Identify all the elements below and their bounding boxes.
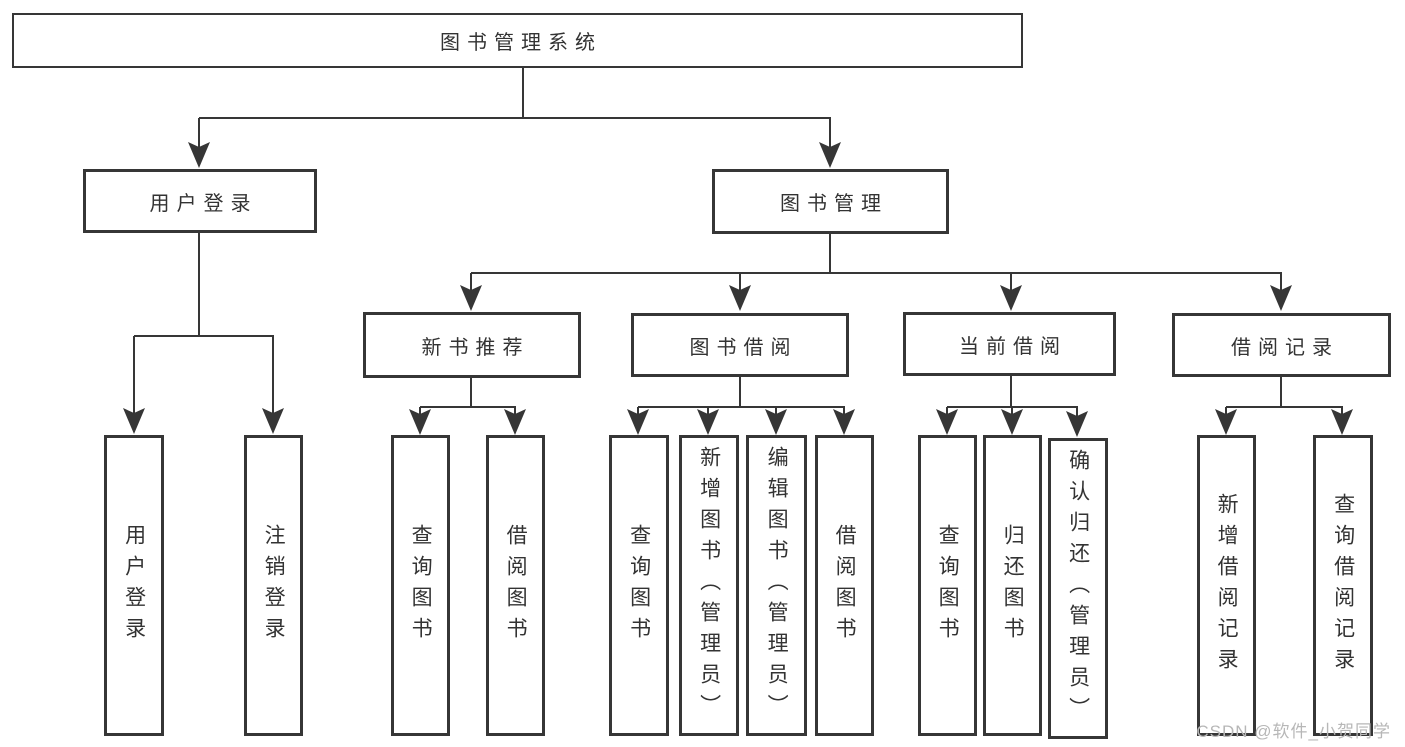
leaf-label: 借阅图书 — [504, 523, 528, 648]
leaf-borrow-add-books-admin: 新增图书（管理员） — [679, 435, 739, 736]
leaf-label: 查询借阅记录 — [1331, 492, 1355, 679]
connector-borrow-records-to-children — [1215, 376, 1353, 435]
node-label: 借阅记录 — [1231, 336, 1339, 359]
leaf-records-add-record: 新增借阅记录 — [1197, 435, 1256, 736]
node-book-borrow: 图书借阅 — [631, 313, 849, 377]
node-label: 图书管理 — [780, 193, 888, 215]
node-label: 当前借阅 — [959, 335, 1067, 358]
node-library-management-system: 图书管理系统 — [12, 13, 1023, 68]
leaf-label: 注销登录 — [262, 523, 286, 648]
node-new-book-recommend: 新书推荐 — [363, 312, 581, 378]
leaf-label: 确认归还（管理员） — [1066, 449, 1090, 728]
node-borrow-records: 借阅记录 — [1172, 313, 1391, 377]
node-user-login-branch: 用户登录 — [83, 169, 317, 233]
leaf-borrow-borrow-books: 借阅图书 — [815, 435, 874, 736]
leaf-current-return-books: 归还图书 — [983, 435, 1042, 736]
leaf-recommend-borrow-books: 借阅图书 — [486, 435, 545, 736]
connector-user-login-to-children — [123, 233, 284, 434]
leaf-label: 归还图书 — [1001, 523, 1025, 648]
leaf-borrow-edit-books-admin: 编辑图书（管理员） — [746, 435, 807, 736]
leaf-label: 编辑图书（管理员） — [765, 446, 789, 725]
node-label: 图书管理系统 — [440, 32, 602, 54]
leaf-label: 查询图书 — [409, 523, 433, 648]
node-label: 新书推荐 — [421, 336, 530, 359]
connector-root-to-level2 — [188, 67, 841, 168]
leaf-label: 查询图书 — [627, 523, 651, 648]
leaf-user-login: 用户登录 — [104, 435, 164, 736]
leaf-recommend-query-books: 查询图书 — [391, 435, 450, 736]
leaf-label: 查询图书 — [936, 523, 960, 648]
leaf-current-confirm-return-admin: 确认归还（管理员） — [1048, 438, 1108, 739]
csdn-watermark: CSDN @软件_小贺同学 — [1196, 722, 1391, 741]
connector-book-borrow-to-children — [627, 376, 855, 435]
connector-book-management-to-level3 — [460, 233, 1292, 311]
leaf-records-query-record: 查询借阅记录 — [1313, 435, 1373, 736]
leaf-logout: 注销登录 — [244, 435, 303, 736]
node-label: 用户登录 — [149, 192, 258, 215]
node-book-management-branch: 图书管理 — [712, 169, 949, 234]
leaf-label: 新增图书（管理员） — [697, 446, 721, 725]
connector-recommend-to-children — [409, 377, 526, 435]
node-label: 图书借阅 — [689, 336, 798, 359]
leaf-current-query-books: 查询图书 — [918, 435, 977, 736]
connector-current-borrow-to-children — [936, 375, 1088, 437]
leaf-label: 借阅图书 — [833, 523, 857, 648]
leaf-borrow-query-books: 查询图书 — [609, 435, 669, 736]
node-current-borrow: 当前借阅 — [903, 312, 1116, 376]
leaf-label: 新增借阅记录 — [1215, 492, 1239, 679]
leaf-label: 用户登录 — [122, 523, 146, 648]
